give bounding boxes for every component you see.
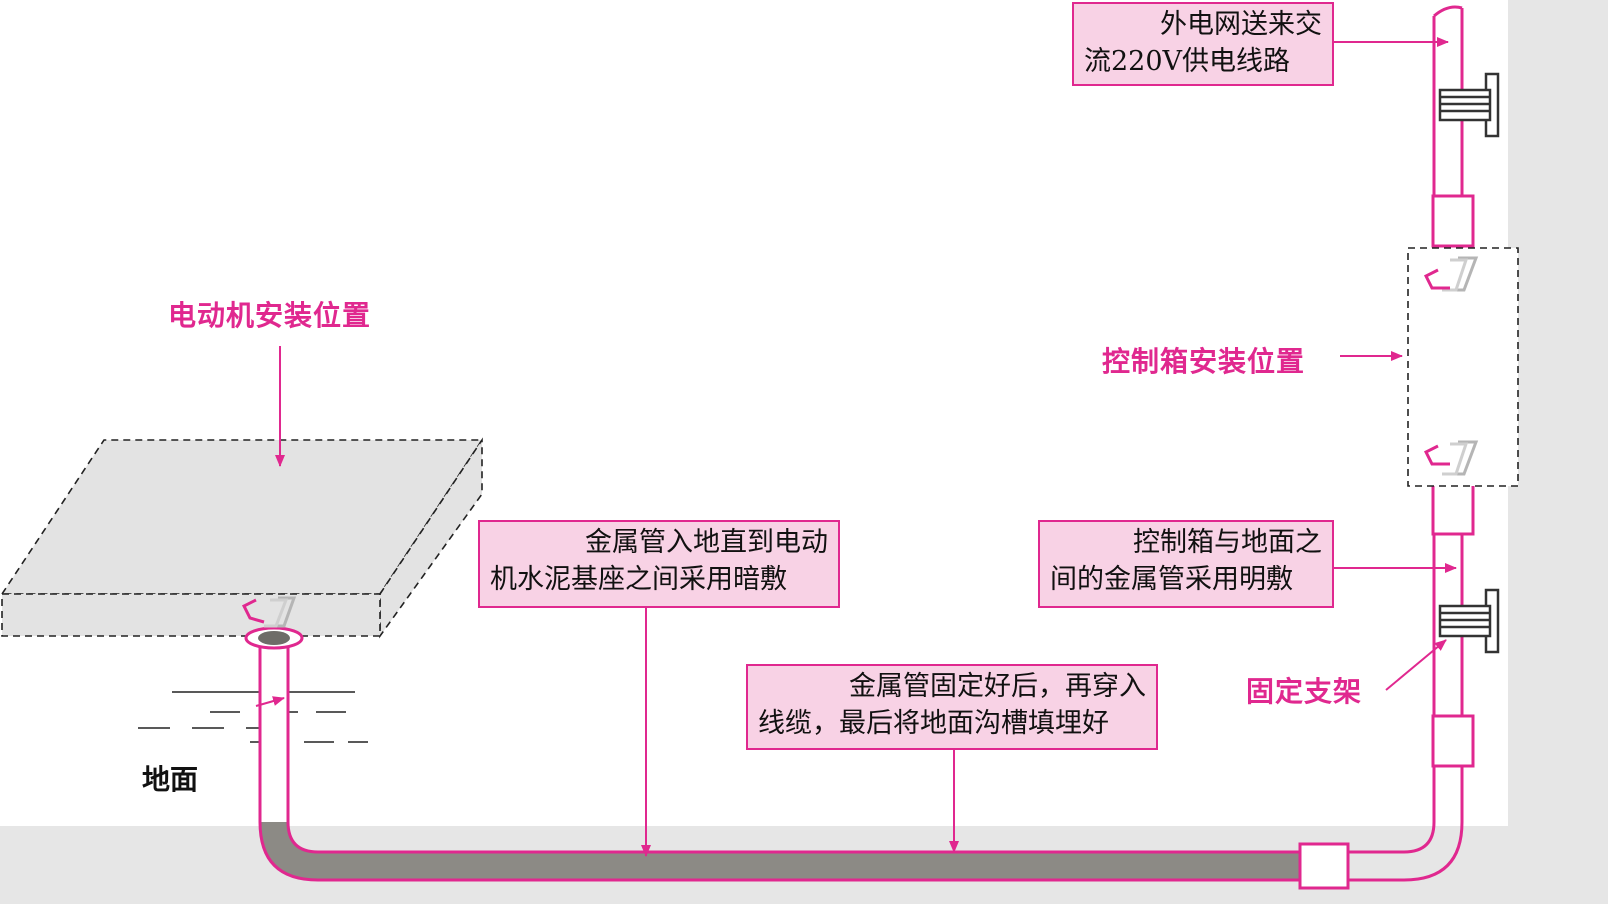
- backfill-note: 金属管固定好后，再穿入 线缆，最后将地面沟槽填埋好: [746, 664, 1158, 750]
- bracket-icon: [1438, 72, 1500, 138]
- note-line: 机水泥基座之间采用暗敷: [490, 564, 787, 595]
- note-line: 金属管固定好后，再穿入: [849, 671, 1146, 702]
- exposed-conduit-note: 控制箱与地面之 间的金属管采用明敷: [1038, 520, 1334, 608]
- note-line: 金属管入地直到电动: [585, 527, 828, 558]
- buried-conduit-note: 金属管入地直到电动 机水泥基座之间采用暗敷: [478, 520, 840, 608]
- coupling: [1298, 842, 1350, 890]
- ground-block-right: [1508, 826, 1608, 904]
- note-line: 间的金属管采用明敷: [1050, 564, 1293, 595]
- control-box-position-label: 控制箱安装位置: [1102, 345, 1306, 378]
- motor-position-label: 电动机安装位置: [168, 299, 372, 332]
- cable-end-icon: [1423, 440, 1479, 476]
- arrow-ground-pipe: [255, 696, 285, 707]
- coupling: [1431, 194, 1475, 248]
- note-line: 控制箱与地面之: [1133, 527, 1322, 558]
- fixing-bracket-label: 固定支架: [1246, 675, 1363, 708]
- cable-end-icon: [1423, 256, 1479, 292]
- pipe-couplings: [1298, 194, 1475, 890]
- note-line: 线缆，最后将地面沟槽填埋好: [758, 708, 1109, 739]
- pointer-arrows: [255, 37, 1457, 857]
- bracket-icon: [1438, 588, 1500, 654]
- buried-conduit: [244, 626, 1318, 882]
- note-line: 流220V供电线路: [1084, 46, 1291, 77]
- control-box-outline: [1407, 247, 1519, 487]
- fixing-brackets: [1438, 72, 1500, 654]
- supply-line-note: 外电网送来交 流220V供电线路: [1072, 2, 1334, 86]
- coupling: [1431, 482, 1475, 536]
- wall: [1508, 0, 1608, 904]
- coupling: [1431, 714, 1475, 768]
- motor-base: [0, 437, 484, 639]
- ground-lines: [138, 691, 368, 743]
- note-line: 外电网送来交: [1160, 9, 1322, 40]
- arrow-bracket: [1385, 639, 1447, 691]
- ground-surface-label: 地面: [142, 763, 199, 796]
- cable-end-icon: [241, 596, 297, 628]
